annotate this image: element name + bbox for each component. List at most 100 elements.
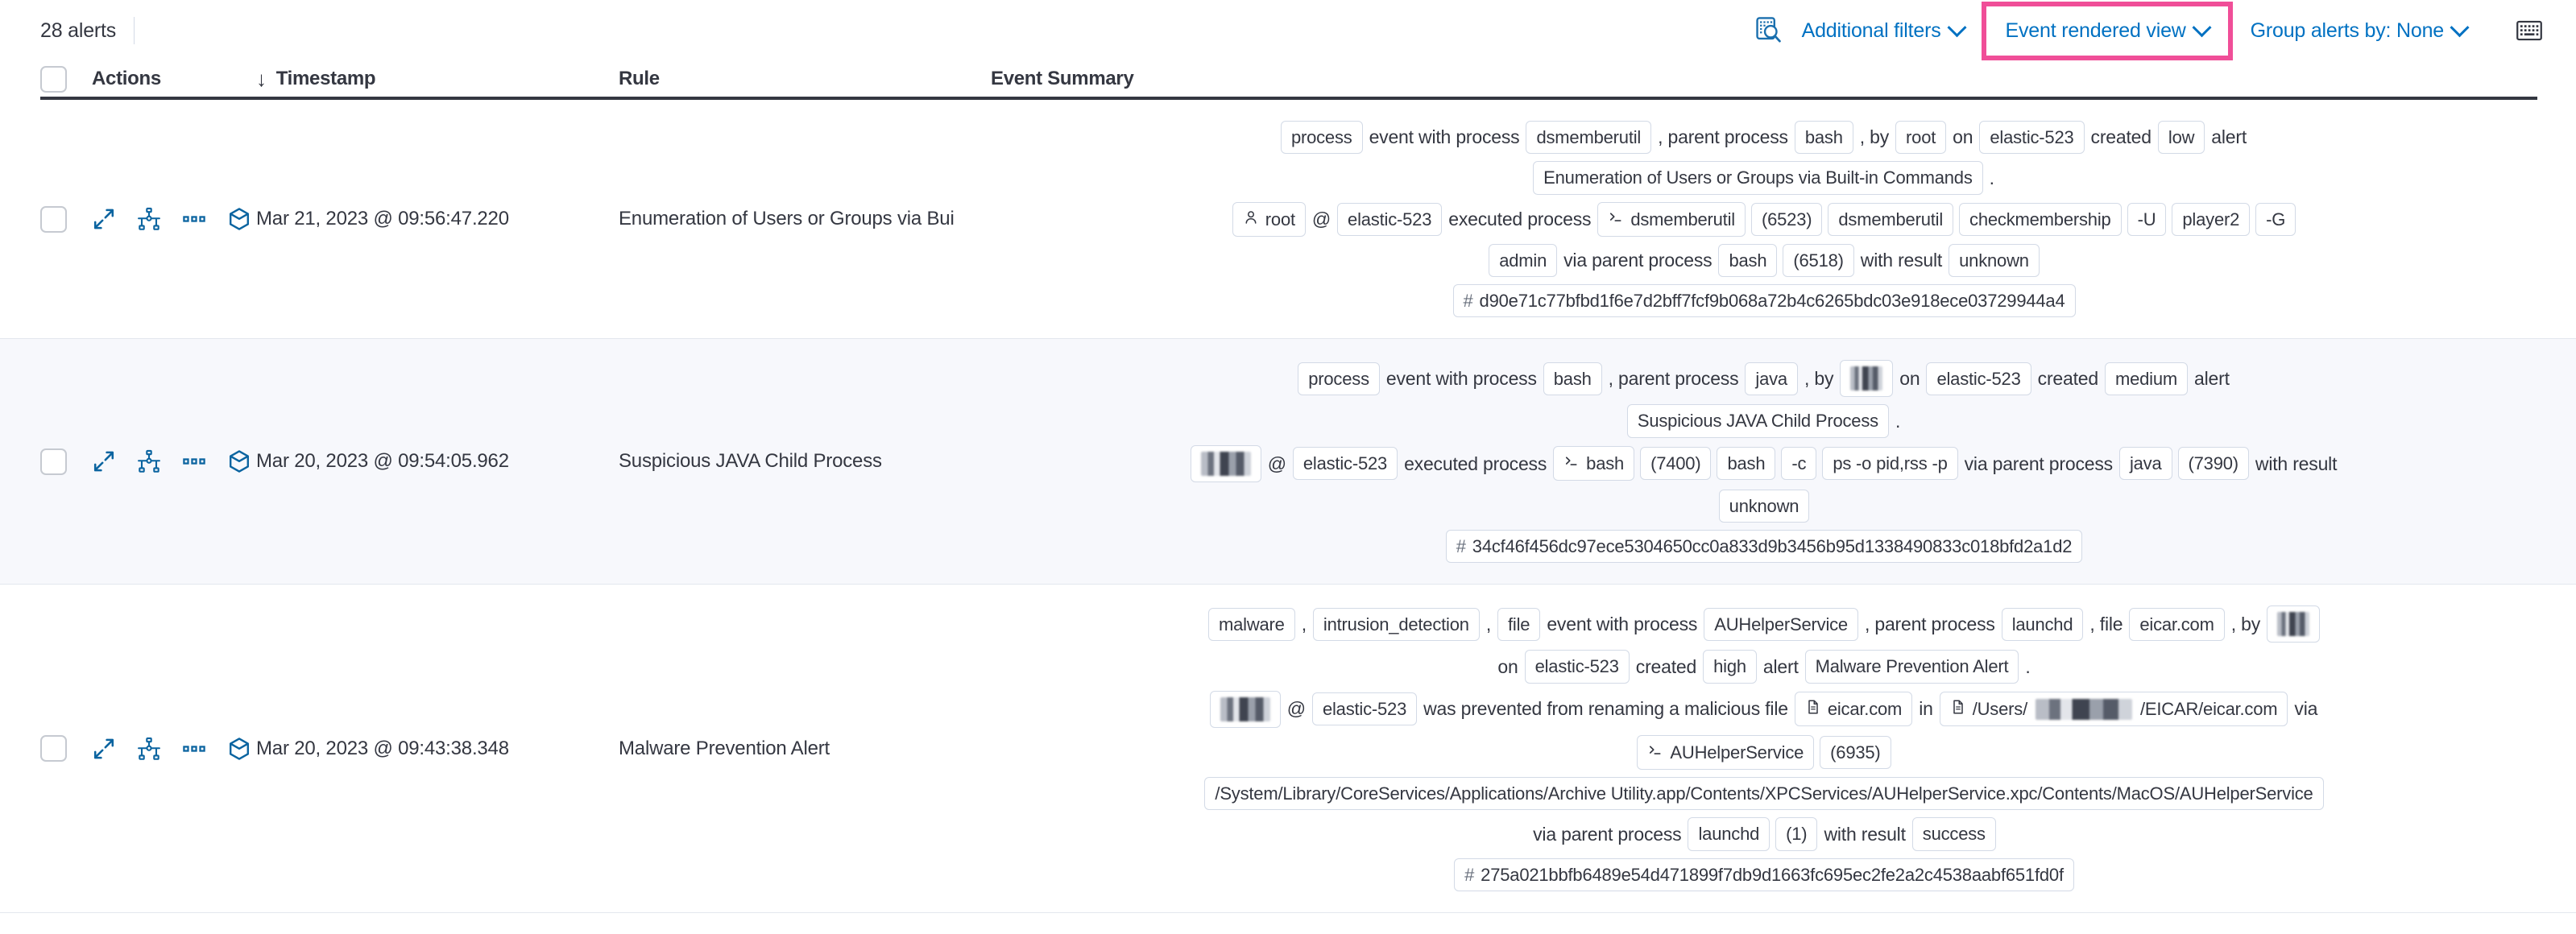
- row-rule-name[interactable]: Malware Prevention Alert: [619, 737, 830, 759]
- summary-chip[interactable]: ps -o pid,rss -p: [1822, 447, 1958, 481]
- summary-chip[interactable]: -U: [2127, 202, 2167, 236]
- summary-chip-label: AUHelperService: [1670, 742, 1804, 762]
- summary-chip[interactable]: process: [1280, 121, 1363, 155]
- summary-chip[interactable]: (6518): [1783, 243, 1854, 278]
- select-all-checkbox[interactable]: [40, 65, 67, 93]
- event-hash-chip[interactable]: #275a021bbfb6489e54d471899f7db9d1663fc69…: [1454, 858, 2074, 891]
- summary-chip[interactable]: bash: [1794, 121, 1853, 155]
- summary-chip[interactable]: launchd: [1688, 817, 1770, 851]
- session-view-icon[interactable]: [227, 737, 251, 761]
- summary-chip-label: elastic-523: [1936, 368, 2021, 389]
- summary-chip[interactable]: low: [2157, 121, 2205, 155]
- summary-chip[interactable]: -G: [2255, 202, 2296, 236]
- summary-chip[interactable]: java: [2118, 447, 2172, 481]
- summary-chip[interactable]: process: [1298, 362, 1380, 396]
- session-view-icon[interactable]: [227, 207, 251, 231]
- summary-chip[interactable]: Enumeration of Users or Groups via Built…: [1533, 161, 1983, 195]
- analyze-event-icon[interactable]: [137, 449, 161, 473]
- summary-chip[interactable]: bash: [1718, 243, 1778, 278]
- summary-line: #34cf46f456dc97ece5304650cc0a833d9b3456b…: [991, 530, 2537, 564]
- summary-chip[interactable]: eicar.com: [2129, 607, 2225, 642]
- header-timestamp-cell[interactable]: ↓ Timestamp: [256, 68, 619, 90]
- event-hash-value: d90e71c77bfbd1f6e7d2bff7fcf9b068a72b4c62…: [1479, 291, 2065, 312]
- summary-chip[interactable]: AUHelperService: [1637, 734, 1815, 770]
- summary-chip[interactable]: launchd: [2001, 607, 2084, 642]
- more-actions-icon[interactable]: [182, 207, 206, 231]
- row-rule-name[interactable]: Suspicious JAVA Child Process: [619, 450, 882, 473]
- summary-chip[interactable]: /System/Library/CoreServices/Application…: [1204, 776, 2324, 811]
- summary-chip[interactable]: root: [1232, 201, 1306, 237]
- summary-chip-label: elastic-523: [1348, 209, 1432, 229]
- summary-text: on: [1497, 655, 1518, 677]
- summary-chip[interactable]: dsmemberutil: [1828, 202, 1954, 236]
- summary-chip[interactable]: dsmemberutil: [1597, 201, 1746, 237]
- summary-chip[interactable]: admin: [1489, 243, 1558, 278]
- header-rule[interactable]: Rule: [619, 68, 660, 89]
- summary-chip[interactable]: Suspicious JAVA Child Process: [1626, 404, 1889, 438]
- expand-icon[interactable]: [92, 207, 116, 231]
- expand-icon[interactable]: [92, 737, 116, 761]
- row-rule-name[interactable]: Enumeration of Users or Groups via Bui: [619, 208, 955, 230]
- summary-chip[interactable]: elastic-523: [1524, 650, 1630, 684]
- summary-chip[interactable]: unknown: [1949, 243, 2040, 278]
- additional-filters-button[interactable]: Additional filters: [1789, 14, 1977, 48]
- redacted-user-chip[interactable]: [1190, 444, 1261, 482]
- summary-chip[interactable]: elastic-523: [1979, 121, 2085, 155]
- redacted-user-chip[interactable]: [1840, 360, 1894, 398]
- summary-chip[interactable]: Malware Prevention Alert: [1804, 650, 2019, 684]
- summary-chip[interactable]: player2: [2172, 202, 2251, 236]
- inspect-search-icon[interactable]: [1747, 10, 1789, 52]
- session-view-icon[interactable]: [227, 449, 251, 473]
- header-event-summary[interactable]: Event Summary: [991, 68, 1134, 89]
- row-timestamp-cell: Mar 20, 2023 @ 09:54:05.962: [256, 450, 619, 473]
- summary-chip[interactable]: bash: [1553, 446, 1635, 481]
- summary-chip[interactable]: (7400): [1640, 447, 1712, 481]
- summary-chip[interactable]: (7390): [2177, 447, 2249, 481]
- summary-chip[interactable]: (6523): [1750, 202, 1823, 236]
- summary-chip[interactable]: unknown: [1718, 489, 1810, 523]
- summary-chip[interactable]: root: [1895, 121, 1947, 155]
- summary-chip[interactable]: elastic-523: [1292, 447, 1398, 481]
- summary-chip[interactable]: (6935): [1820, 735, 1891, 769]
- summary-chip[interactable]: elastic-523: [1311, 692, 1418, 726]
- expand-icon[interactable]: [92, 449, 116, 473]
- summary-chip[interactable]: eicar.com: [1794, 692, 1913, 727]
- summary-chip[interactable]: dsmemberutil: [1526, 121, 1652, 155]
- summary-chip[interactable]: AUHelperService: [1704, 607, 1858, 642]
- summary-chip[interactable]: intrusion_detection: [1312, 607, 1480, 642]
- row-select-checkbox[interactable]: [40, 735, 67, 762]
- summary-chip[interactable]: checkmembership: [1959, 202, 2122, 236]
- event-hash-chip[interactable]: #d90e71c77bfbd1f6e7d2bff7fcf9b068a72b4c6…: [1452, 284, 2076, 318]
- redacted-user-chip[interactable]: [1209, 690, 1281, 728]
- more-actions-icon[interactable]: [182, 737, 206, 761]
- header-timestamp-label: Timestamp: [275, 68, 376, 89]
- summary-chip[interactable]: bash: [1543, 362, 1602, 396]
- summary-chip[interactable]: success: [1911, 817, 1996, 851]
- more-actions-icon[interactable]: [182, 449, 206, 473]
- summary-chip[interactable]: medium: [2104, 362, 2189, 396]
- summary-chip[interactable]: high: [1703, 650, 1757, 684]
- summary-chip[interactable]: bash: [1717, 447, 1776, 481]
- summary-chip[interactable]: elastic-523: [1337, 202, 1443, 236]
- summary-chip[interactable]: elastic-523: [1926, 362, 2031, 396]
- row-select-checkbox[interactable]: [40, 448, 67, 475]
- keyboard-shortcuts-button[interactable]: [2513, 14, 2545, 47]
- summary-chip[interactable]: java: [1745, 362, 1798, 396]
- row-select-checkbox[interactable]: [40, 205, 67, 233]
- summary-chip[interactable]: file: [1497, 607, 1541, 642]
- analyze-event-icon[interactable]: [137, 737, 161, 761]
- summary-chip[interactable]: -c: [1781, 447, 1817, 481]
- file-path-chip[interactable]: /Users//EICAR/eicar.com: [1939, 692, 2288, 727]
- redacted-user-chip[interactable]: [2267, 605, 2320, 643]
- event-hash-chip[interactable]: #34cf46f456dc97ece5304650cc0a833d9b3456b…: [1445, 530, 2083, 564]
- summary-line: #275a021bbfb6489e54d471899f7db9d1663fc69…: [991, 858, 2537, 891]
- summary-chip[interactable]: (1): [1775, 817, 1818, 851]
- analyze-event-icon[interactable]: [137, 207, 161, 231]
- summary-chip[interactable]: malware: [1207, 607, 1295, 642]
- group-alerts-by-button[interactable]: Group alerts by: None: [2238, 14, 2479, 48]
- event-rendered-view-button[interactable]: Event rendered view: [1993, 14, 2222, 48]
